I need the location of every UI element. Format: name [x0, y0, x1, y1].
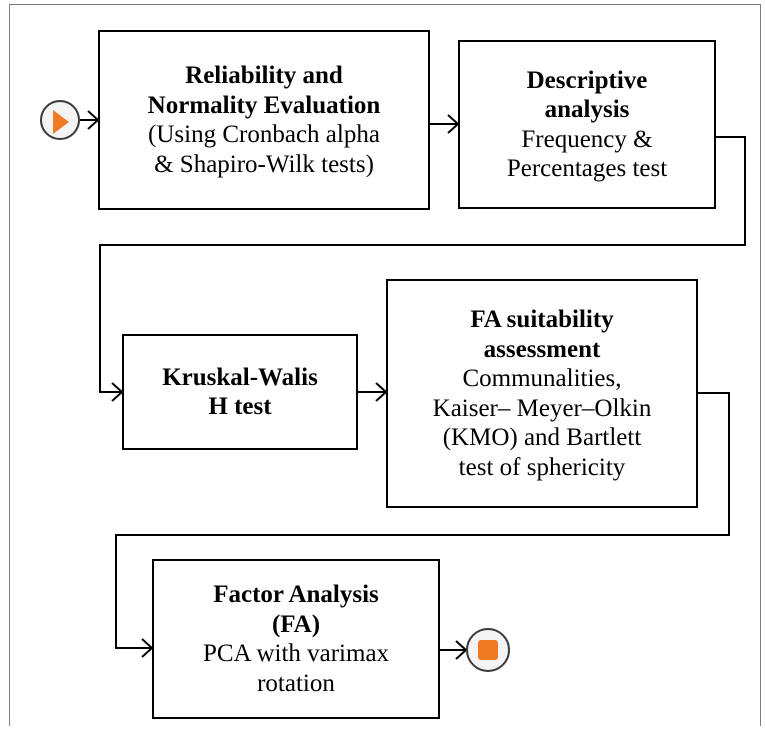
step-title-line: Factor Analysis	[213, 581, 379, 608]
step-detail-line: (Using Cronbach alpha	[148, 121, 380, 148]
step-detail-line: Frequency &	[521, 125, 653, 153]
step-title-line: Kruskal-Walis	[162, 363, 318, 391]
step-title-line: analysis	[544, 96, 630, 123]
step-kruskal: Kruskal-Walis H test	[122, 334, 358, 450]
step-title-line: FA suitability	[470, 306, 614, 333]
step-descriptive: Descriptive analysis Frequency & Percent…	[458, 40, 716, 209]
stop-icon	[478, 640, 498, 660]
step-detail-line: rotation	[257, 669, 335, 697]
play-icon	[53, 110, 69, 134]
step-title-line: assessment	[483, 335, 601, 363]
step-title-line: Descriptive	[526, 66, 648, 94]
step-detail-line: Kaiser– Meyer–Olkin	[432, 394, 652, 422]
step-detail-line: PCA with varimax	[202, 640, 390, 667]
step-fa-suitability: FA suitability assessment Communalities,…	[386, 279, 698, 508]
diagram-frame	[9, 4, 761, 726]
end-icon	[466, 628, 510, 672]
step-detail-line: (KMO) and Bartlett	[442, 424, 642, 451]
step-reliability: Reliability and Normality Evaluation (Us…	[98, 30, 430, 210]
step-detail-line: Percentages test	[506, 155, 668, 182]
start-icon	[40, 100, 80, 140]
step-title-line: Reliability and	[185, 62, 343, 89]
step-title-line: (FA)	[271, 610, 321, 638]
step-title-line: H test	[208, 393, 272, 420]
step-factor-analysis: Factor Analysis (FA) PCA with varimax ro…	[152, 559, 440, 719]
step-detail-line: & Shapiro-Wilk tests)	[154, 150, 374, 178]
connector-fa-suitability-to-factor-analysis	[115, 392, 730, 649]
step-detail-line: test of sphericity	[458, 453, 626, 481]
step-detail-line: Communalities,	[462, 365, 622, 392]
connector-descriptive-to-kruskal	[99, 136, 746, 393]
step-title-line: Normality Evaluation	[147, 91, 381, 119]
